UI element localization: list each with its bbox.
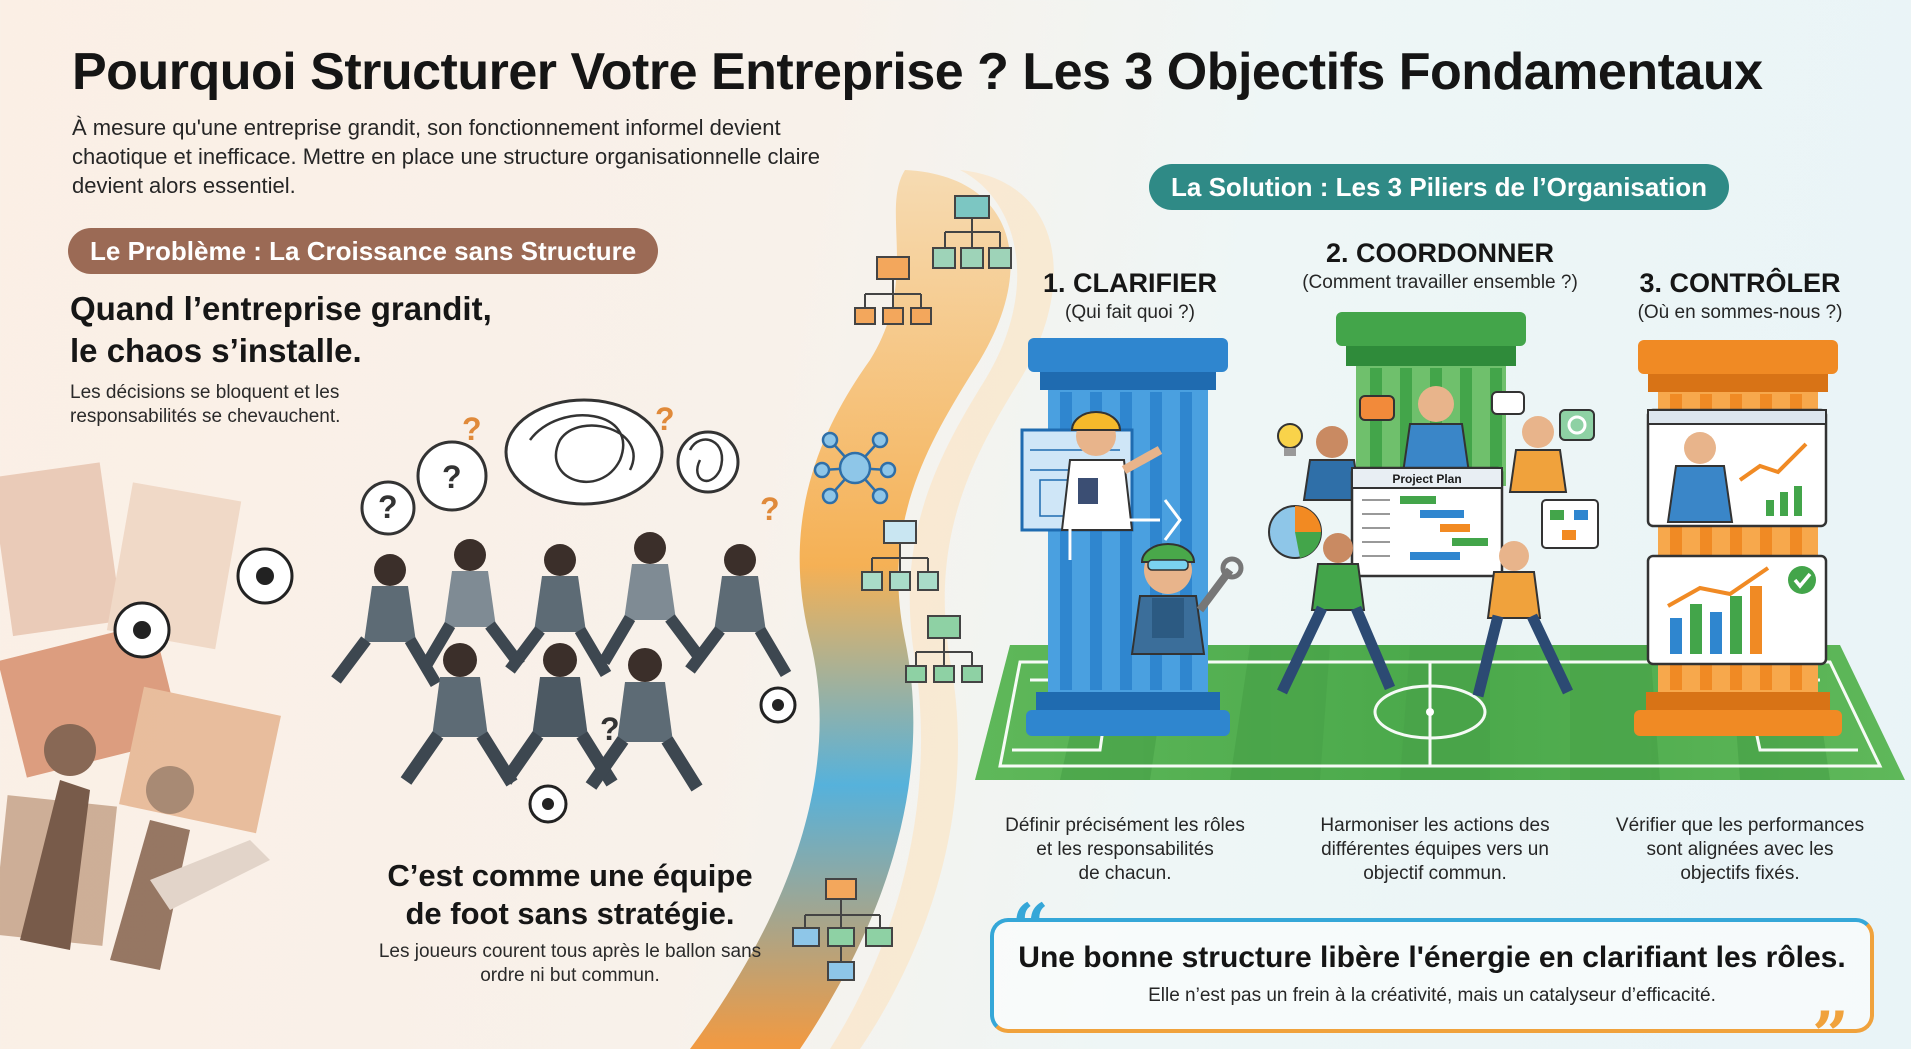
confusion-bubbles bbox=[360, 398, 740, 536]
analogy-line: C’est comme une équipe bbox=[387, 858, 753, 893]
soccer-ball-icon bbox=[113, 601, 171, 659]
svg-text:?: ? bbox=[462, 411, 482, 447]
pillar-desc-controler: Vérifier que les performances sont align… bbox=[1590, 814, 1890, 886]
pillar-question-coordonner: (Comment travailler ensemble ?) bbox=[1302, 272, 1578, 293]
soccer-ball-icon bbox=[759, 686, 797, 724]
pillar-desc-line: objectifs fixés. bbox=[1680, 863, 1800, 884]
org-chart-icon bbox=[905, 615, 983, 683]
lightbulb-icon bbox=[1277, 423, 1303, 456]
problem-heading: Quand l’entreprise grandit, le chaos s’i… bbox=[70, 288, 492, 372]
chat-bubble-icon bbox=[1359, 395, 1395, 421]
divider-wave bbox=[690, 170, 1011, 1049]
project-plan-label: Project Plan bbox=[1392, 472, 1461, 486]
pillar-title-clarifier: 1. CLARIFIER bbox=[1042, 268, 1217, 298]
pillar-title-controler: 3. CONTRÔLER bbox=[1639, 268, 1841, 298]
quote-subtext: Elle n’est pas un frein à la créativité,… bbox=[1148, 985, 1716, 1006]
pillar-desc-line: et les responsabilités bbox=[1036, 839, 1214, 860]
org-chart-icon bbox=[861, 520, 939, 591]
gear-icon bbox=[1559, 409, 1595, 441]
scribble-icon bbox=[529, 414, 724, 484]
problem-subtext: Les décisions se bloquent et les respons… bbox=[70, 382, 341, 427]
chat-bubble-icon bbox=[1491, 391, 1525, 415]
org-chart-icon bbox=[932, 195, 1012, 269]
org-chart-icon bbox=[854, 256, 932, 325]
soccer-ball-icon bbox=[528, 784, 568, 824]
pillar-desc-coordonner: Harmoniser les actions des différentes é… bbox=[1280, 814, 1590, 886]
pillar-desc-line: objectif commun. bbox=[1363, 863, 1507, 884]
close-quote-icon: ” bbox=[1812, 998, 1849, 1049]
page-title: Pourquoi Structurer Votre Entreprise ? L… bbox=[72, 43, 1763, 101]
pillar-clarifier bbox=[1020, 338, 1244, 736]
open-quote-icon: “ bbox=[1012, 890, 1049, 965]
intro-text: À mesure qu'une entreprise grandit, son … bbox=[72, 115, 821, 198]
pillar-desc-clarifier: Définir précisément les rôles et les res… bbox=[980, 814, 1270, 886]
pillar-coordonner: Project Plan bbox=[1268, 312, 1599, 698]
chaotic-players bbox=[331, 532, 792, 792]
pillar-desc-line: Vérifier que les performances bbox=[1615, 815, 1865, 836]
analogy-heading: C’est comme une équipe de foot sans stra… bbox=[340, 857, 800, 933]
analogy-subtext: Les joueurs courent tous après le ballon… bbox=[378, 941, 762, 986]
org-chart-icon bbox=[792, 878, 893, 981]
pillar-desc-line: différentes équipes vers un bbox=[1321, 839, 1549, 860]
pillar-desc-line: de chacun. bbox=[1078, 863, 1172, 884]
network-icon bbox=[813, 431, 897, 505]
pillar-desc-line: Harmoniser les actions des bbox=[1320, 815, 1550, 836]
pillar-desc-line: sont alignées avec les bbox=[1646, 839, 1834, 860]
svg-text:?: ? bbox=[760, 491, 780, 527]
chaos-collage-left bbox=[0, 462, 281, 970]
problem-section-pill: Le Problème : La Croissance sans Structu… bbox=[68, 228, 659, 274]
flowchart-icon bbox=[1541, 499, 1599, 549]
pillar-title-coordonner: 2. COORDONNER bbox=[1325, 238, 1555, 268]
problem-heading-line: le chaos s’installe. bbox=[70, 332, 362, 369]
question-mark-icon: ? ? ? ? ? ? bbox=[378, 401, 780, 747]
analogy-line: de foot sans stratégie. bbox=[405, 896, 735, 931]
quote-box bbox=[990, 918, 1874, 1033]
soccer-ball-icon bbox=[236, 547, 294, 605]
pillar-question-controler: (Où en sommes-nous ?) bbox=[1637, 302, 1843, 323]
pillar-question-clarifier: (Qui fait quoi ?) bbox=[1065, 302, 1195, 323]
problem-heading-line: Quand l’entreprise grandit, bbox=[70, 290, 492, 327]
pillar-desc-line: Définir précisément les rôles bbox=[1005, 815, 1245, 836]
svg-text:?: ? bbox=[378, 489, 398, 525]
solution-section-pill: La Solution : Les 3 Piliers de l’Organis… bbox=[1149, 164, 1729, 210]
pie-chart-icon bbox=[1268, 505, 1322, 559]
svg-text:?: ? bbox=[600, 711, 620, 747]
quote-main-text: Une bonne structure libère l'énergie en … bbox=[1018, 941, 1846, 974]
svg-text:?: ? bbox=[655, 401, 675, 437]
svg-text:?: ? bbox=[442, 459, 462, 495]
pillar-controler bbox=[1634, 340, 1842, 736]
